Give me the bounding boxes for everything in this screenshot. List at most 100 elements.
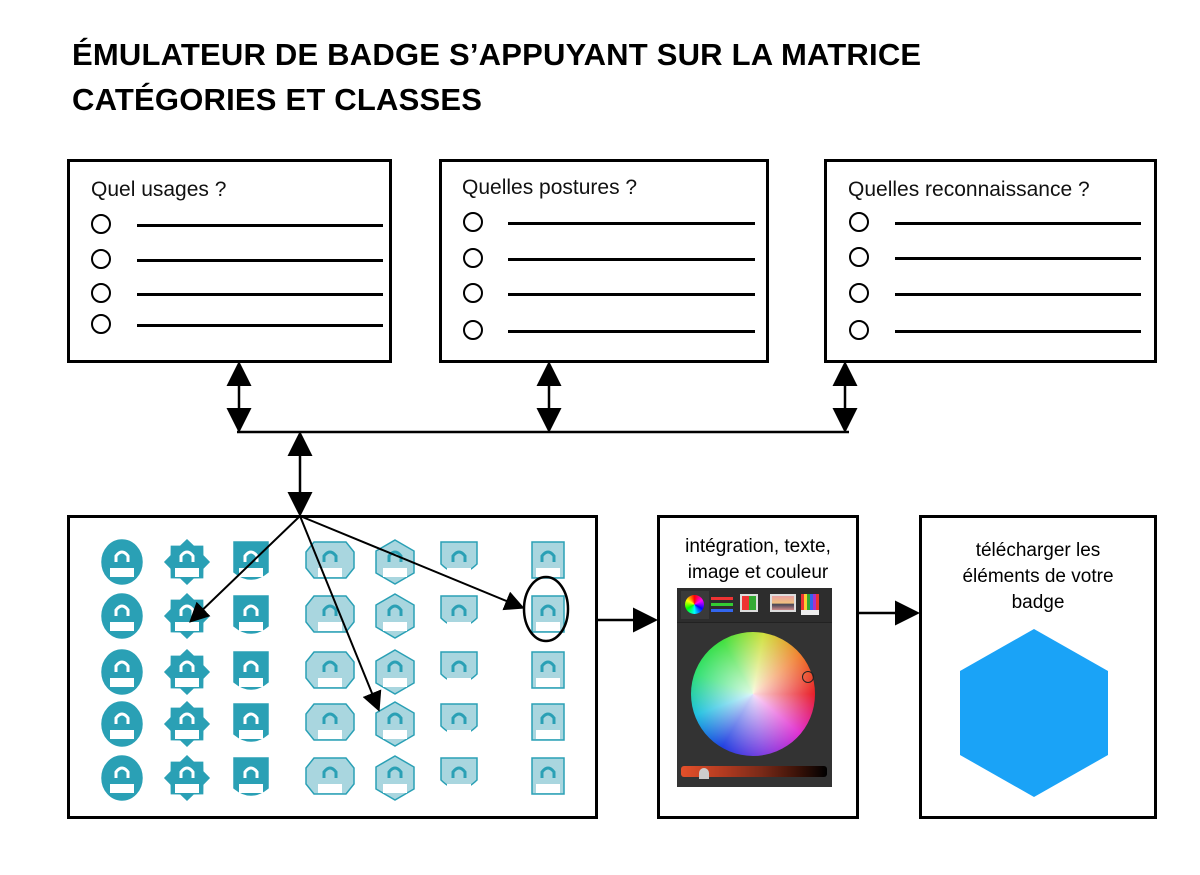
pointer-1 (189, 515, 301, 623)
reconnaissance-box: Quelles reconnaissance ? (824, 159, 1157, 363)
radio-option[interactable] (463, 283, 483, 303)
badge-logo-icon (322, 712, 338, 724)
option-line (137, 259, 383, 262)
editor-caption: intégration, texte, image et couleur (685, 536, 831, 583)
badge-template[interactable] (233, 541, 269, 580)
badge-template[interactable] (163, 754, 211, 802)
picker-tabs (677, 588, 832, 623)
badge-template[interactable] (375, 755, 415, 801)
badge-logo-icon (114, 766, 130, 778)
badge-template[interactable] (305, 595, 355, 633)
badge-logo-icon (243, 604, 259, 616)
badge-logo-icon (179, 712, 195, 724)
badge-template[interactable] (163, 592, 211, 640)
badge-template[interactable] (440, 757, 478, 793)
badge-logo-icon (387, 550, 403, 562)
radio-option[interactable] (91, 314, 111, 334)
option-line (508, 293, 755, 296)
badge-template[interactable] (375, 593, 415, 639)
badge-template[interactable] (531, 541, 565, 579)
badge-template[interactable] (305, 651, 355, 689)
badge-logo-icon (387, 766, 403, 778)
pencils-icon[interactable] (801, 594, 819, 615)
badge-template[interactable] (233, 757, 269, 796)
option-line (137, 224, 383, 227)
slider-thumb[interactable] (699, 768, 709, 779)
badge-logo-icon (322, 604, 338, 616)
page-title: ÉMULATEUR DE BADGE S’APPUYANT SUR LA MAT… (72, 37, 922, 117)
download-hexagon-badge (960, 629, 1108, 797)
badge-template[interactable] (375, 539, 415, 585)
badge-template[interactable] (101, 649, 143, 695)
badge-logo-icon (540, 712, 556, 724)
radio-option[interactable] (849, 212, 869, 232)
radio-option[interactable] (91, 249, 111, 269)
badge-template[interactable] (531, 651, 565, 689)
brightness-slider[interactable] (681, 766, 827, 777)
option-line (508, 222, 755, 225)
radio-option[interactable] (463, 248, 483, 268)
color-wheel-tab[interactable] (681, 591, 709, 619)
option-line (895, 293, 1141, 296)
badge-logo-icon (243, 660, 259, 672)
badge-template[interactable] (531, 595, 565, 633)
badge-template[interactable] (305, 757, 355, 795)
color-picker[interactable] (677, 588, 832, 787)
sliders-icon[interactable] (711, 594, 733, 614)
badge-logo-icon (387, 660, 403, 672)
crosshair-icon (802, 671, 814, 683)
badge-template[interactable] (163, 538, 211, 586)
badge-template[interactable] (233, 651, 269, 690)
badge-template[interactable] (163, 648, 211, 696)
image-palette-icon[interactable] (770, 594, 796, 612)
badge-logo-icon (540, 550, 556, 562)
reconnaissance-title: Quelles reconnaissance ? (848, 178, 1090, 201)
pointer-3 (299, 515, 525, 611)
color-wheel[interactable] (691, 632, 815, 756)
radio-option[interactable] (91, 283, 111, 303)
badge-template[interactable] (440, 703, 478, 739)
badge-template[interactable] (305, 541, 355, 579)
option-line (895, 222, 1141, 225)
badge-logo-icon (387, 604, 403, 616)
palettes-icon[interactable] (740, 594, 758, 612)
badge-template[interactable] (305, 703, 355, 741)
radio-option[interactable] (91, 214, 111, 234)
badge-logo-icon (540, 660, 556, 672)
badge-logo-icon (451, 550, 467, 562)
postures-title: Quelles postures ? (462, 176, 638, 199)
radio-option[interactable] (849, 283, 869, 303)
badge-template[interactable] (101, 755, 143, 801)
badge-template[interactable] (440, 541, 478, 577)
badge-template[interactable] (531, 757, 565, 795)
badge-template[interactable] (440, 595, 478, 631)
radio-option[interactable] (849, 320, 869, 340)
badge-template[interactable] (440, 651, 478, 687)
badge-template[interactable] (233, 703, 269, 742)
badge-template[interactable] (233, 595, 269, 634)
radio-option[interactable] (463, 320, 483, 340)
badge-logo-icon (322, 660, 338, 672)
option-line (508, 258, 755, 261)
badge-template[interactable] (531, 703, 565, 741)
radio-option[interactable] (463, 212, 483, 232)
badge-logo-icon (243, 766, 259, 778)
badge-logo-icon (179, 550, 195, 562)
badge-template[interactable] (101, 593, 143, 639)
pointer-2 (299, 515, 382, 712)
badge-template[interactable] (375, 649, 415, 695)
radio-option[interactable] (849, 247, 869, 267)
badge-logo-icon (322, 550, 338, 562)
badge-template[interactable] (101, 539, 143, 585)
badge-logo-icon (540, 766, 556, 778)
badge-logo-icon (114, 660, 130, 672)
badge-template[interactable] (375, 701, 415, 747)
option-line (137, 293, 383, 296)
badge-logo-icon (387, 712, 403, 724)
badge-template[interactable] (101, 701, 143, 747)
badge-logo-icon (114, 712, 130, 724)
badge-logo-icon (179, 660, 195, 672)
option-line (895, 330, 1141, 333)
badge-template[interactable] (163, 700, 211, 748)
